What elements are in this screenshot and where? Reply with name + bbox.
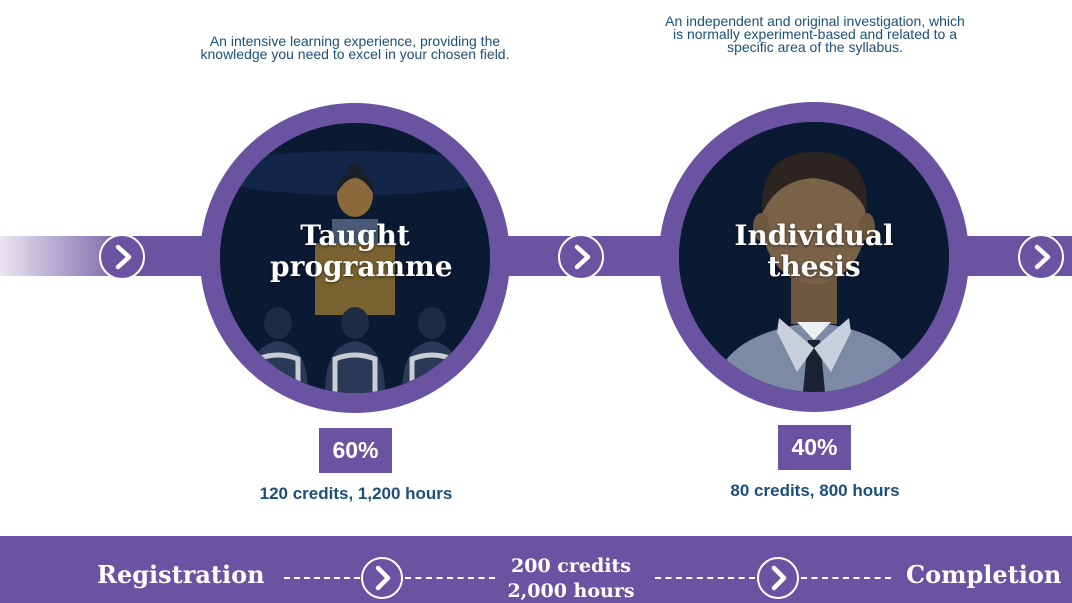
stage-1-details: 120 credits, 1,200 hours (259, 484, 453, 503)
stage-2-circle (659, 102, 969, 412)
chevron-right-icon[interactable] (99, 234, 145, 280)
stage-1-circle (200, 103, 510, 413)
stage-1-image (220, 123, 490, 393)
total-hours: 2,000 hours (507, 580, 635, 602)
chevron-right-icon[interactable] (558, 234, 604, 280)
stage-2-title: Individual thesis (734, 219, 894, 283)
chevron-right-icon[interactable] (361, 557, 403, 599)
dashed-line (801, 577, 891, 579)
stage-1-description: An intensive learning experience, provid… (200, 33, 510, 62)
dashed-line (284, 577, 360, 579)
total-credits: 200 credits (511, 555, 631, 577)
stage-2-image (679, 122, 949, 392)
stage-2-percent-badge: 40% (778, 425, 851, 470)
chevron-right-icon[interactable] (757, 557, 799, 599)
completion-label: Completion (906, 560, 1062, 589)
dashed-line (405, 577, 495, 579)
teacher-icon (220, 123, 490, 393)
summary-bar: Registration 200 credits 2,000 hours Com… (0, 536, 1072, 603)
stage-1-percent-badge: 60% (319, 428, 392, 473)
stage-1-title: Taught programme (270, 219, 453, 283)
stage-2-details: 80 credits, 800 hours (730, 481, 900, 500)
dashed-line (655, 577, 755, 579)
chevron-right-icon[interactable] (1018, 234, 1064, 280)
registration-label: Registration (97, 560, 265, 589)
person-icon (679, 122, 949, 392)
audience-icon (248, 307, 462, 393)
stage-2-description: An independent and original investigatio… (665, 13, 965, 55)
